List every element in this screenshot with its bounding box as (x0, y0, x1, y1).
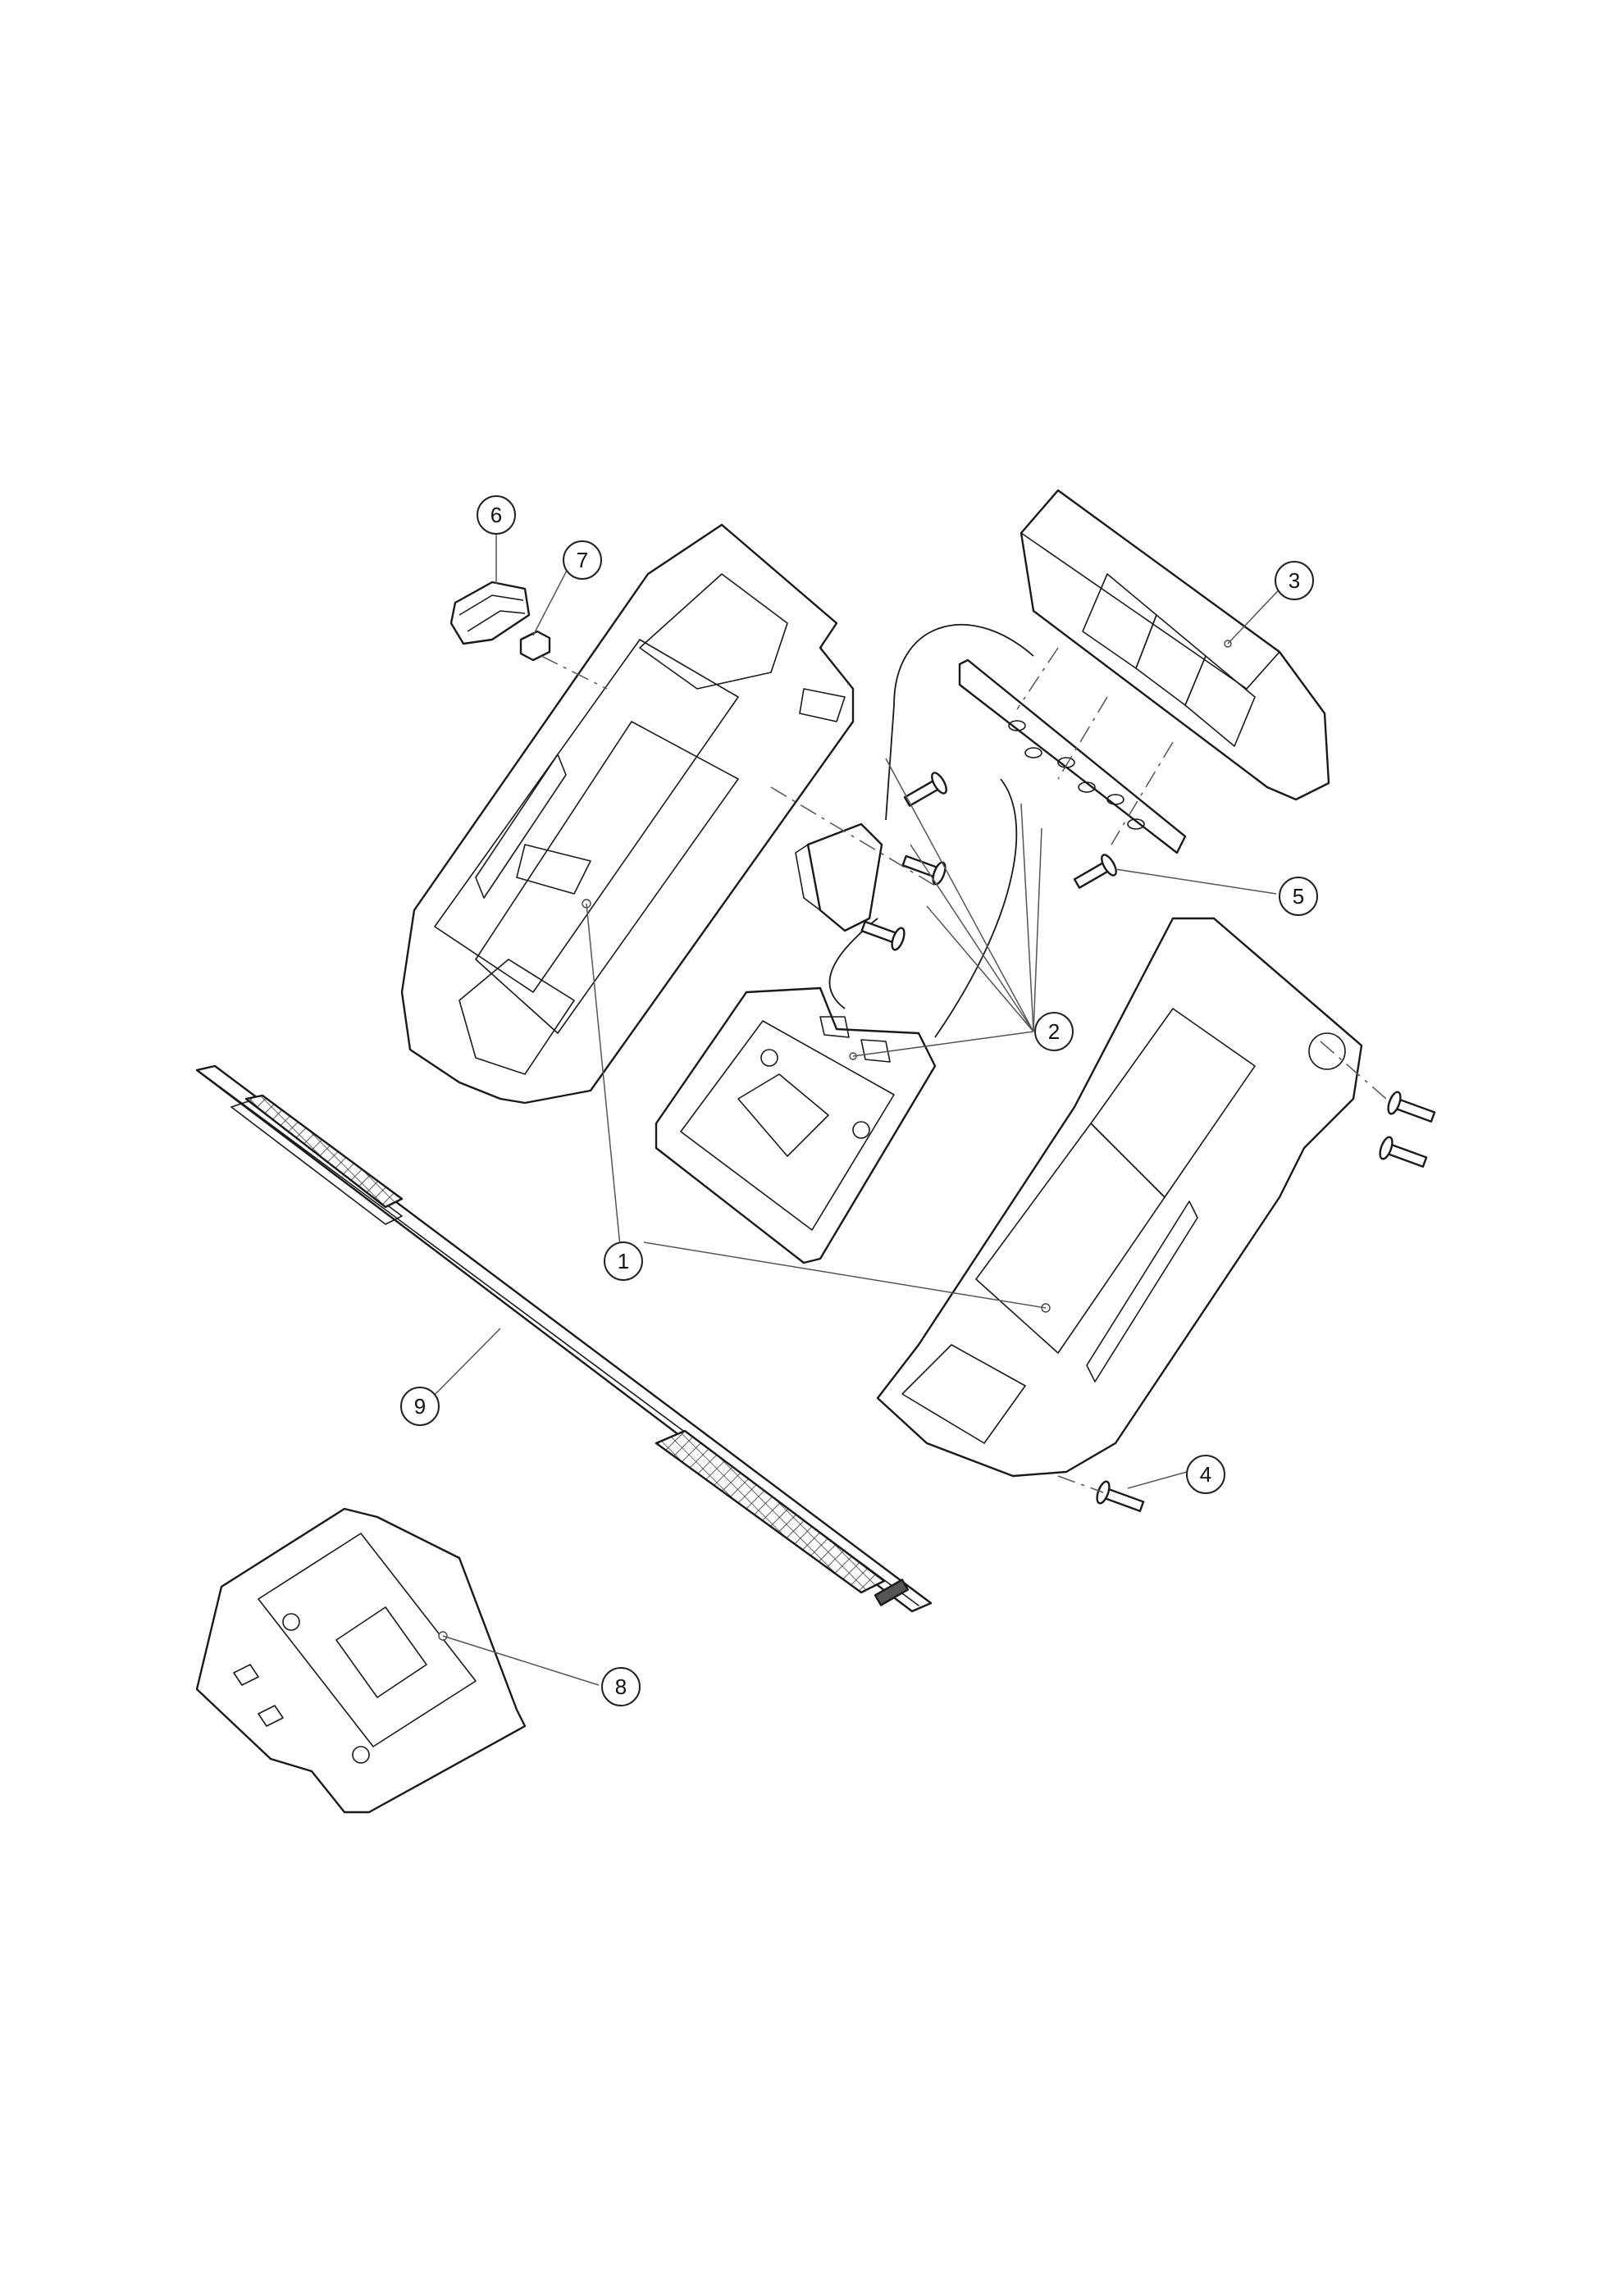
part-9-strip (195, 1064, 933, 1613)
callout-1: 1 (604, 1241, 643, 1281)
callout-3: 3 (1275, 561, 1314, 600)
leader-lines (431, 534, 1289, 1686)
callout-8: 8 (601, 1667, 641, 1706)
callout-6-label: 6 (490, 503, 502, 527)
callout-4: 4 (1186, 1455, 1225, 1494)
callout-8-label: 8 (615, 1674, 627, 1699)
assembly-axes (541, 647, 1387, 1493)
callout-6: 6 (477, 495, 516, 535)
part-6-cap (449, 581, 531, 645)
callout-5-label: 5 (1293, 884, 1304, 909)
part-8-bracket (195, 1507, 527, 1814)
part-3-top-unit (1020, 489, 1330, 801)
part-2-bracket (655, 986, 937, 1264)
callout-3-label: 3 (1289, 568, 1300, 593)
callout-9: 9 (400, 1387, 440, 1426)
callout-9-label: 9 (414, 1394, 426, 1419)
callout-5: 5 (1279, 877, 1318, 916)
part-7-plug (519, 630, 551, 662)
callout-2: 2 (1034, 1012, 1074, 1051)
part-1-housing-right (876, 917, 1363, 1478)
callout-1-label: 1 (618, 1249, 629, 1273)
callout-7: 7 (563, 540, 602, 580)
part-1-housing-left (400, 523, 855, 1105)
part-2-connector (795, 822, 883, 932)
callout-7-label: 7 (577, 548, 588, 572)
callout-4-label: 4 (1200, 1462, 1211, 1487)
callout-2-label: 2 (1048, 1019, 1060, 1044)
part-5-plate (958, 658, 1187, 854)
